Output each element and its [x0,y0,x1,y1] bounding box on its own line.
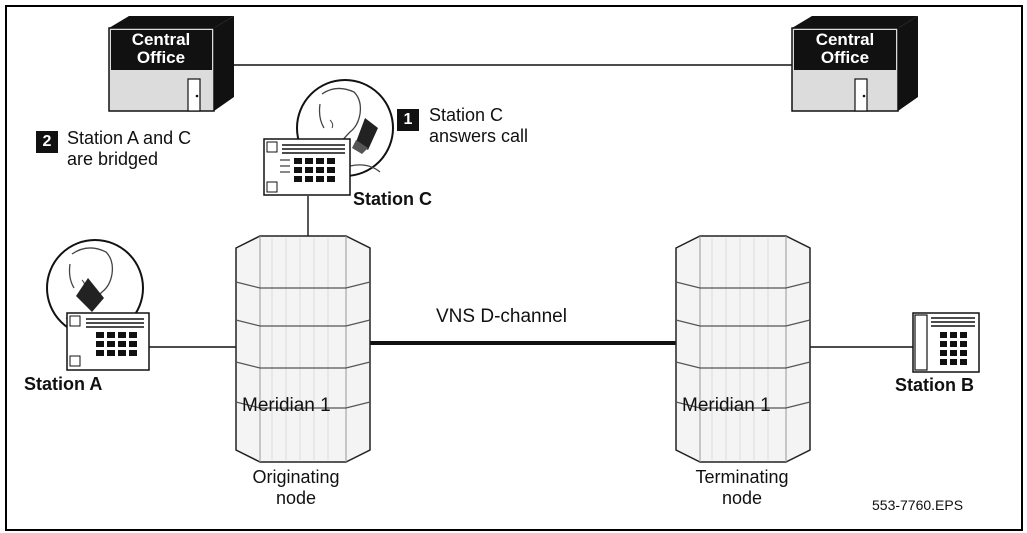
central-office-right-label: Central Office [815,30,875,67]
terminating-node-label-line1: Terminating [695,467,789,487]
central-office-left-building [108,16,234,112]
station-c-label: Station C [353,189,432,209]
step-2-text-line1: Station A and C [67,128,192,148]
terminating-switch-label: Meridian 1 [682,395,771,416]
originating-node-label-line2: node [275,488,317,508]
terminating-switch-cabinet [675,235,811,463]
station-a-telephone-icon [66,312,150,371]
originating-node-label-line1: Originating [252,467,340,487]
station-b-telephone-icon [912,312,980,373]
step-1-badge: 1 [397,109,419,131]
station-a-label: Station A [24,374,103,394]
step-1-text-line2: answers call [429,126,529,146]
terminating-node-label-line2: node [721,488,763,508]
step-1-text-line1: Station C [429,105,504,125]
station-c-telephone-icon [263,138,351,196]
station-b-label: Station B [895,375,974,395]
diagram-frame [5,5,1023,531]
figure-id: 553-7760.EPS [872,497,964,513]
central-office-right-building [791,16,918,112]
originating-switch-cabinet [235,235,371,463]
step-2-badge: 2 [36,131,58,153]
step-2-text-line2: are bridged [67,149,159,169]
central-office-left-label: Central Office [131,30,191,67]
originating-switch-label: Meridian 1 [242,395,331,416]
vns-d-channel-label: VNS D-channel [436,306,567,327]
